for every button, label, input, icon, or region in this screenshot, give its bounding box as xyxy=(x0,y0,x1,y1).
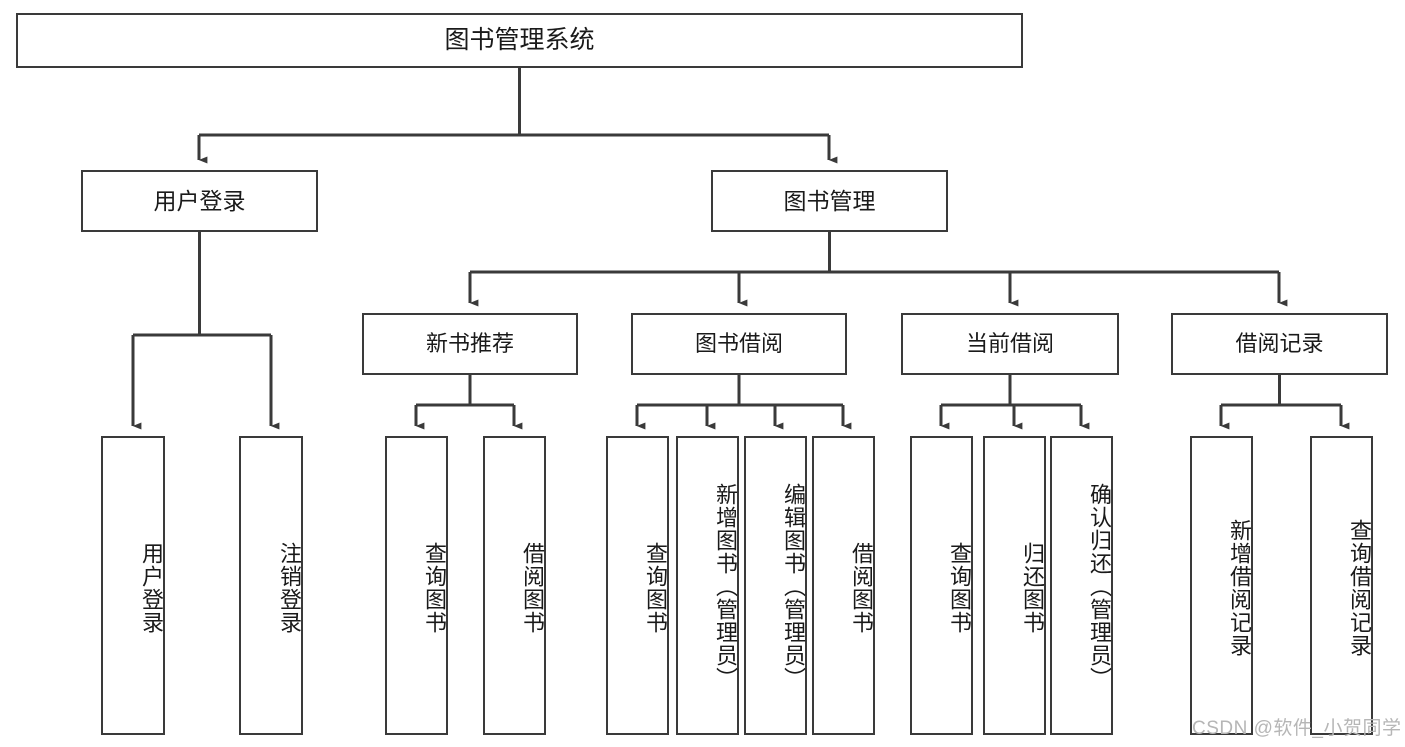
node-label: 用户登录 xyxy=(153,187,246,214)
node-编辑图书管理员[interactable]: 编辑图书（管理员） xyxy=(744,436,807,735)
node-label: 用户登录 xyxy=(139,541,164,634)
node-label: 确认归还（管理员） xyxy=(1087,483,1112,690)
node-查询图书[interactable]: 查询图书 xyxy=(385,436,448,735)
node-图书管理[interactable]: 图书管理 xyxy=(711,170,948,232)
node-新书推荐[interactable]: 新书推荐 xyxy=(362,313,578,375)
node-当前借阅[interactable]: 当前借阅 xyxy=(901,313,1119,375)
node-label: 图书管理系统 xyxy=(444,26,595,55)
node-新增借阅记录[interactable]: 新增借阅记录 xyxy=(1190,436,1253,735)
node-label: 查询图书 xyxy=(643,541,668,634)
node-用户登录[interactable]: 用户登录 xyxy=(101,436,165,735)
node-图书借阅[interactable]: 图书借阅 xyxy=(631,313,847,375)
node-确认归还管理员[interactable]: 确认归还（管理员） xyxy=(1050,436,1113,735)
node-label: 借阅记录 xyxy=(1235,331,1324,357)
node-label: 新增图书（管理员） xyxy=(713,483,738,690)
node-注销登录[interactable]: 注销登录 xyxy=(239,436,303,735)
node-label: 新书推荐 xyxy=(425,331,514,357)
node-label: 查询借阅记录 xyxy=(1347,518,1372,657)
node-label: 图书借阅 xyxy=(694,331,783,357)
csdn-watermark: CSDN @软件_小贺同学 xyxy=(1192,718,1402,739)
node-label: 注销登录 xyxy=(277,541,302,634)
node-label: 借阅图书 xyxy=(849,541,874,634)
node-图书管理系统[interactable]: 图书管理系统 xyxy=(16,13,1023,68)
node-借阅图书[interactable]: 借阅图书 xyxy=(483,436,546,735)
node-label: 借阅图书 xyxy=(520,541,545,634)
node-归还图书[interactable]: 归还图书 xyxy=(983,436,1046,735)
node-label: 当前借阅 xyxy=(965,331,1054,357)
node-label: 图书管理 xyxy=(783,187,876,214)
node-查询图书[interactable]: 查询图书 xyxy=(910,436,973,735)
node-label: 查询图书 xyxy=(422,541,447,634)
node-查询借阅记录[interactable]: 查询借阅记录 xyxy=(1310,436,1373,735)
node-label: 归还图书 xyxy=(1020,541,1045,634)
node-label: 编辑图书（管理员） xyxy=(781,483,806,690)
node-借阅记录[interactable]: 借阅记录 xyxy=(1171,313,1388,375)
node-用户登录[interactable]: 用户登录 xyxy=(81,170,318,232)
node-借阅图书[interactable]: 借阅图书 xyxy=(812,436,875,735)
node-查询图书[interactable]: 查询图书 xyxy=(606,436,669,735)
node-label: 查询图书 xyxy=(947,541,972,634)
node-新增图书管理员[interactable]: 新增图书（管理员） xyxy=(676,436,739,735)
node-label: 新增借阅记录 xyxy=(1227,518,1252,657)
